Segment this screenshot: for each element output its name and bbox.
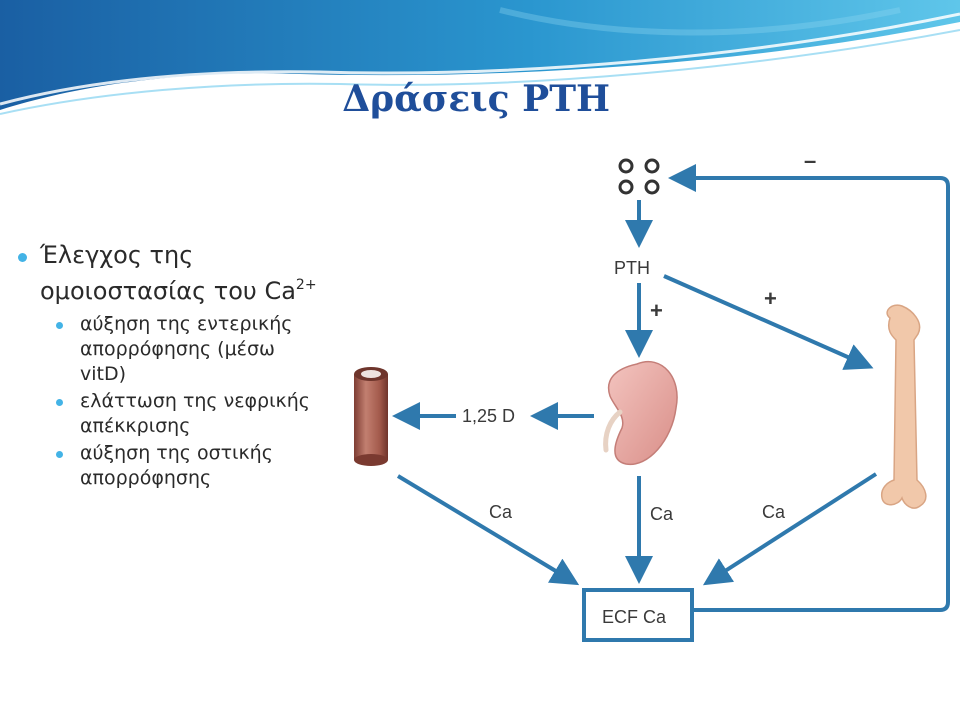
ca-label-kidney: Ca (650, 504, 674, 524)
main-bullet-line-1: Έλεγχος της (40, 240, 358, 270)
bone-to-ecf-arrow (708, 474, 876, 582)
sub-bullet-list: αύξηση της εντερικής απορρόφησης (μέσω v… (18, 312, 358, 491)
slide-title: Δράσεις PTH (340, 78, 610, 120)
bullet-dot (56, 399, 63, 406)
sub-bullet-line: vitD) (80, 362, 358, 387)
bullet-dot (56, 451, 63, 458)
ecf-ca-label: ECF Ca (602, 607, 667, 627)
sub-bullet-bone: αύξηση της οστικής απορρόφησης (54, 441, 358, 491)
plus-sign-kidney: + (650, 298, 663, 323)
intestine-icon (354, 367, 388, 466)
parathyroid-glands-icon (620, 160, 658, 193)
intestine-to-ecf-arrow (398, 476, 574, 582)
feedback-minus-sign: – (804, 150, 816, 173)
kidney-icon (606, 362, 677, 465)
sub-bullet-intestinal: αύξηση της εντερικής απορρόφησης (μέσω v… (54, 312, 358, 387)
bullet-dot (18, 253, 27, 262)
sub-bullet-line: απορρόφησης (μέσω (80, 337, 358, 362)
bullet-list: Έλεγχος της ομοιοστασίας του Ca2+ αύξηση… (18, 240, 358, 493)
ca-label-bone: Ca (762, 502, 786, 522)
sub-bullet-line: απέκκρισης (80, 414, 358, 439)
sub-bullet-line: ελάττωση της νεφρικής (80, 389, 358, 414)
bone-icon (882, 305, 926, 508)
pth-action-diagram: – PTH + + 1,25 D Ca (352, 150, 957, 650)
calcium-charge-superscript: 2+ (296, 277, 317, 293)
main-bullet-text: ομοιοστασίας του Ca (40, 277, 296, 305)
sub-bullet-line: απορρόφησης (80, 466, 358, 491)
sub-bullet-line: αύξηση της εντερικής (80, 312, 358, 337)
vitd-label: 1,25 D (462, 406, 515, 426)
main-bullet: Έλεγχος της ομοιοστασίας του Ca2+ (18, 240, 358, 306)
ca-label-intestine: Ca (489, 502, 513, 522)
plus-sign-bone: + (764, 286, 777, 311)
pth-label: PTH (614, 258, 650, 278)
bullet-dot (56, 322, 63, 329)
sub-bullet-line: αύξηση της οστικής (80, 441, 358, 466)
sub-bullet-renal: ελάττωση της νεφρικής απέκκρισης (54, 389, 358, 439)
main-bullet-line-2: ομοιοστασίας του Ca2+ (40, 270, 358, 306)
